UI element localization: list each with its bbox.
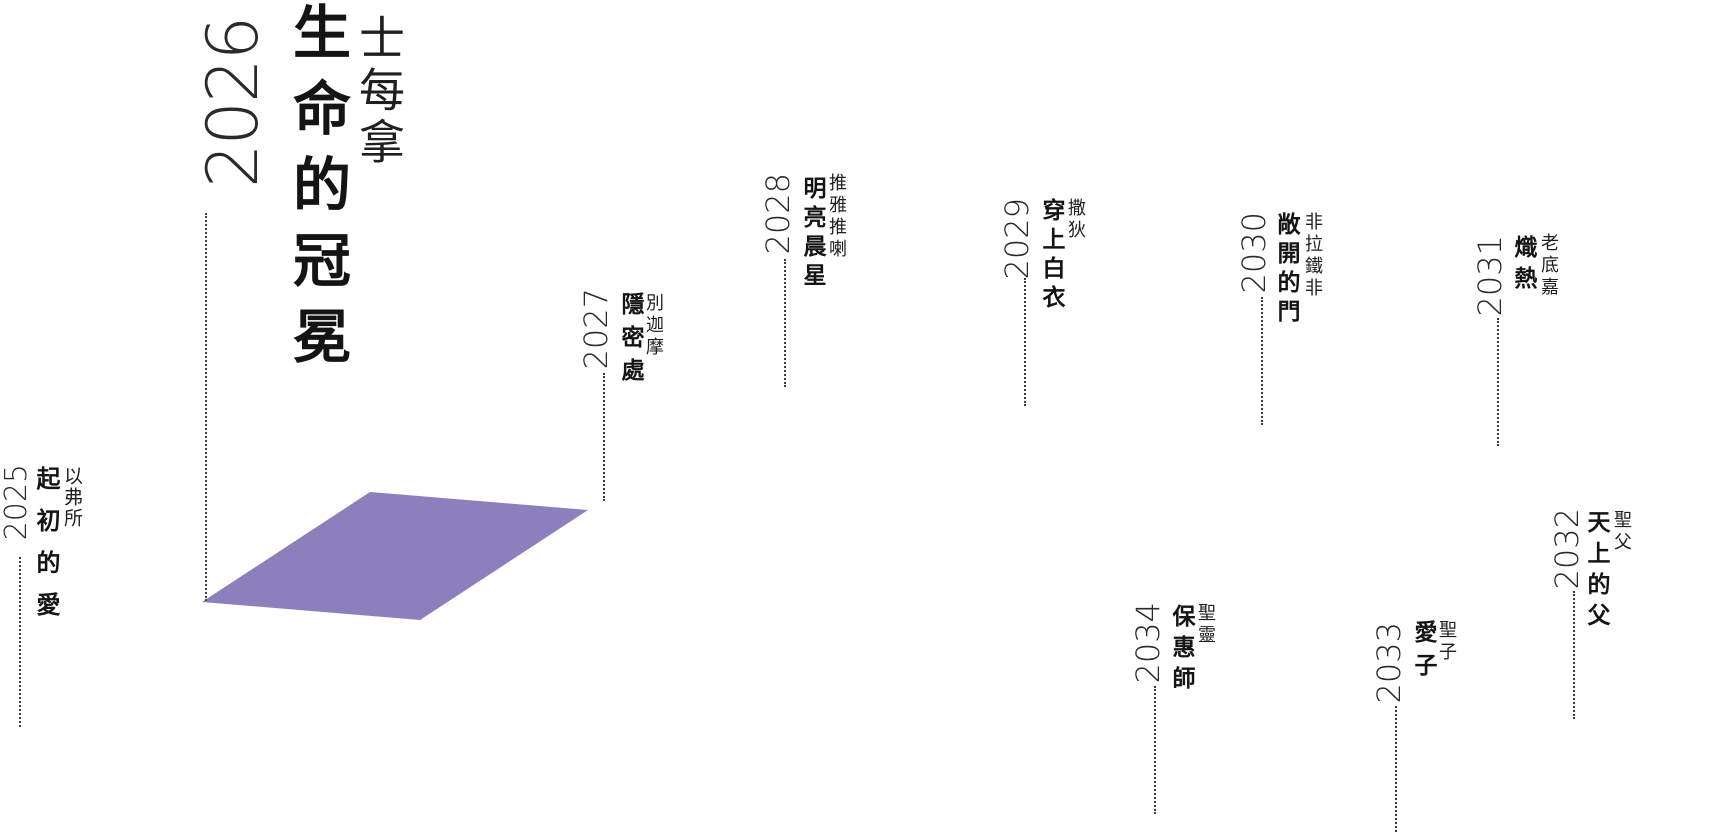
timeline-entry: 2028 明亮晨星 推雅推喇 <box>0 0 847 387</box>
entry-leader-line <box>19 557 21 727</box>
timeline-entry: 2027 隱密處 別迦摩 <box>0 0 664 501</box>
entry-title: 天上的父 <box>1583 510 1609 634</box>
entry-title: 穿上白衣 <box>1038 198 1064 314</box>
entry-subtitle: 以弗所 <box>61 466 83 529</box>
entry-year: 2028 <box>759 173 797 255</box>
entry-subtitle: 聖父 <box>1611 510 1632 554</box>
entry-leader-line <box>1395 706 1397 832</box>
timeline-entry: 2030 敞開的門 非拉鐵非 <box>0 0 1323 425</box>
entry-title: 起初的愛 <box>32 466 60 634</box>
timeline-entry: 2034 保惠師 聖靈 <box>0 0 1216 814</box>
entry-year: 2025 <box>0 464 34 541</box>
timeline-entry: 2033 愛子 聖子 <box>0 0 1457 832</box>
entry-year: 2029 <box>998 198 1036 280</box>
entry-leader-line <box>1261 297 1263 425</box>
entry-subtitle: 撒狄 <box>1065 198 1086 242</box>
entry-subtitle: 聖子 <box>1436 620 1457 664</box>
entry-year: 2034 <box>1129 602 1167 684</box>
entry-title: 保惠師 <box>1168 604 1194 697</box>
entry-title: 敞開的門 <box>1273 212 1299 328</box>
entry-year: 2033 <box>1370 622 1408 704</box>
entry-subtitle: 別迦摩 <box>643 293 664 359</box>
entry-title: 熾熱 <box>1510 235 1536 297</box>
timeline-entry: 2031 熾熱 老底嘉 <box>0 0 1559 446</box>
featured-leader-line <box>205 213 207 601</box>
entry-title: 隱密處 <box>617 292 643 391</box>
entry-leader-line <box>1497 318 1499 446</box>
featured-subtitle: 士每拿 <box>352 14 406 170</box>
entry-year: 2031 <box>1471 235 1509 317</box>
entry-title: 愛子 <box>1410 620 1436 686</box>
entry-leader-line <box>1154 686 1156 814</box>
featured-year: 2026 <box>192 17 274 188</box>
entry-subtitle: 非拉鐵非 <box>1302 212 1323 300</box>
entry-subtitle: 聖靈 <box>1195 603 1216 647</box>
entry-title: 明亮晨星 <box>799 176 825 292</box>
entry-leader-line <box>603 373 605 501</box>
entry-year: 2032 <box>1548 508 1586 590</box>
entry-subtitle: 推雅推喇 <box>826 173 847 261</box>
featured-entry: 2026 生命的冠冕 士每拿 <box>0 0 406 601</box>
entry-year: 2030 <box>1235 212 1273 294</box>
featured-highlight-polygon <box>202 492 588 620</box>
entry-subtitle: 老底嘉 <box>1538 233 1559 299</box>
featured-title: 生命的冠冕 <box>283 2 351 382</box>
timeline-entry: 2025 起初的愛 以弗所 <box>0 0 83 727</box>
entry-year: 2027 <box>577 288 615 370</box>
entry-leader-line <box>784 259 786 387</box>
entry-leader-line <box>1024 278 1026 406</box>
entry-leader-line <box>1573 591 1575 719</box>
timeline-entry: 2032 天上的父 聖父 <box>0 0 1632 719</box>
timeline-entry: 2029 穿上白衣 撒狄 <box>0 0 1086 406</box>
